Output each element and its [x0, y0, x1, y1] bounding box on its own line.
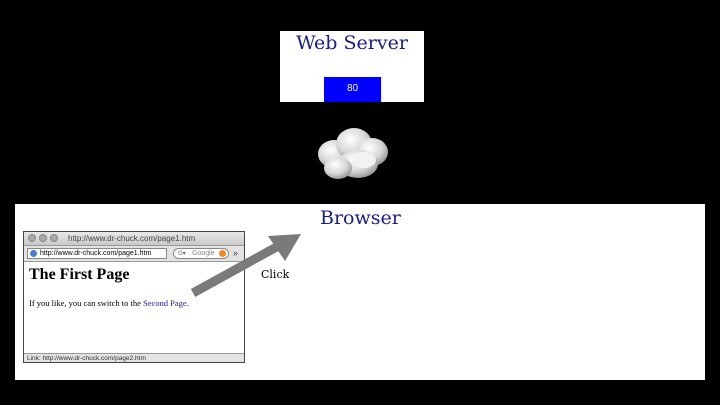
search-go-icon[interactable]: [219, 250, 226, 257]
more-chevron-icon[interactable]: »: [233, 248, 239, 258]
browser-window-screenshot: http://www.dr-chuck.com/page1.htm http:/…: [23, 231, 245, 363]
browser-toolbar: http://www.dr-chuck.com/page1.htm G▾ Goo…: [24, 246, 244, 262]
zoom-icon[interactable]: [50, 234, 58, 242]
search-field[interactable]: G▾ Google: [173, 248, 229, 259]
paragraph-text: If you like, you can switch to the: [29, 298, 141, 308]
page-paragraph: If you like, you can switch to the Secon…: [29, 298, 189, 308]
page-heading: The First Page: [29, 266, 130, 283]
web-server-box: Web Server 80: [280, 31, 424, 102]
cloud-icon: [318, 128, 388, 179]
browser-title: Browser: [320, 207, 401, 229]
second-page-link[interactable]: Second Page: [143, 298, 187, 308]
paragraph-end: .: [186, 298, 189, 308]
search-placeholder: Google: [192, 250, 215, 257]
browser-panel: Browser http://www.dr-chuck.com/page1.ht…: [15, 204, 705, 380]
close-icon[interactable]: [28, 234, 36, 242]
globe-icon: [30, 250, 37, 257]
status-bar: Link: http://www.dr-chuck.com/page2.htm: [24, 353, 244, 362]
window-titlebar: http://www.dr-chuck.com/page1.htm: [24, 232, 244, 246]
url-text: http://www.dr-chuck.com/page1.htm: [40, 250, 152, 257]
port-badge: 80: [324, 77, 381, 102]
url-field[interactable]: http://www.dr-chuck.com/page1.htm: [27, 248, 167, 259]
web-server-title: Web Server: [296, 32, 408, 54]
search-icon: G▾: [178, 251, 186, 257]
window-title: http://www.dr-chuck.com/page1.htm: [68, 234, 196, 243]
minimize-icon[interactable]: [39, 234, 47, 242]
click-label: Click: [261, 268, 290, 281]
